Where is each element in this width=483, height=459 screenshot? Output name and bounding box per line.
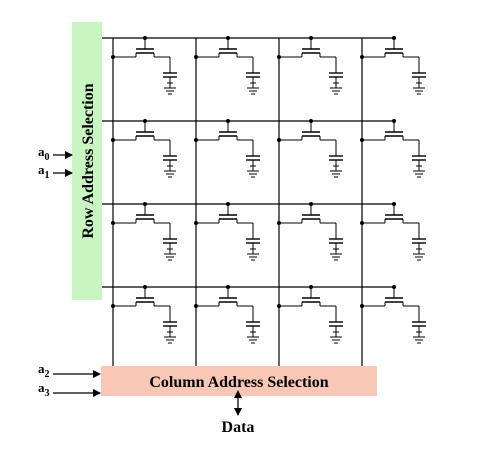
data-label: Data xyxy=(222,419,255,436)
memory-cell xyxy=(111,202,177,261)
address-a1-label: a1 xyxy=(38,162,50,181)
bit-line-junction xyxy=(111,55,115,59)
bit-line-junction xyxy=(277,55,281,59)
memory-cell xyxy=(111,285,177,344)
column-address-selection-label: Column Address Selection xyxy=(149,374,328,391)
memory-cell xyxy=(360,119,426,178)
address-a0-label: a0 xyxy=(38,144,50,163)
bit-line-junction xyxy=(360,138,364,142)
memory-cell xyxy=(194,285,260,344)
memory-cell xyxy=(194,119,260,178)
bit-line-junction xyxy=(111,304,115,308)
bit-line-junction xyxy=(194,221,198,225)
memory-cell xyxy=(111,36,177,95)
memory-cell xyxy=(360,36,426,95)
address-a3-label: a3 xyxy=(38,380,50,399)
memory-cell-grid xyxy=(102,36,426,366)
row-address-selection-label: Row Address Selection xyxy=(80,83,97,238)
bit-line-junction xyxy=(360,304,364,308)
memory-cell xyxy=(277,202,343,261)
bit-line-junction xyxy=(111,221,115,225)
bit-line-junction xyxy=(360,221,364,225)
bit-line-junction xyxy=(360,55,364,59)
memory-cell xyxy=(277,285,343,344)
memory-cell xyxy=(277,119,343,178)
bit-line-junction xyxy=(194,55,198,59)
bit-line-junction xyxy=(111,138,115,142)
memory-cell xyxy=(194,202,260,261)
memory-cell xyxy=(360,202,426,261)
memory-cell xyxy=(194,36,260,95)
address-a2-label: a2 xyxy=(38,361,50,380)
row-address-selection-block xyxy=(72,22,102,300)
bit-line-junction xyxy=(277,221,281,225)
bit-line-junction xyxy=(194,304,198,308)
memory-cell xyxy=(277,36,343,95)
memory-cell xyxy=(111,119,177,178)
bit-line-junction xyxy=(277,304,281,308)
bit-line-junction xyxy=(194,138,198,142)
bit-line-junction xyxy=(277,138,281,142)
memory-cell xyxy=(360,285,426,344)
